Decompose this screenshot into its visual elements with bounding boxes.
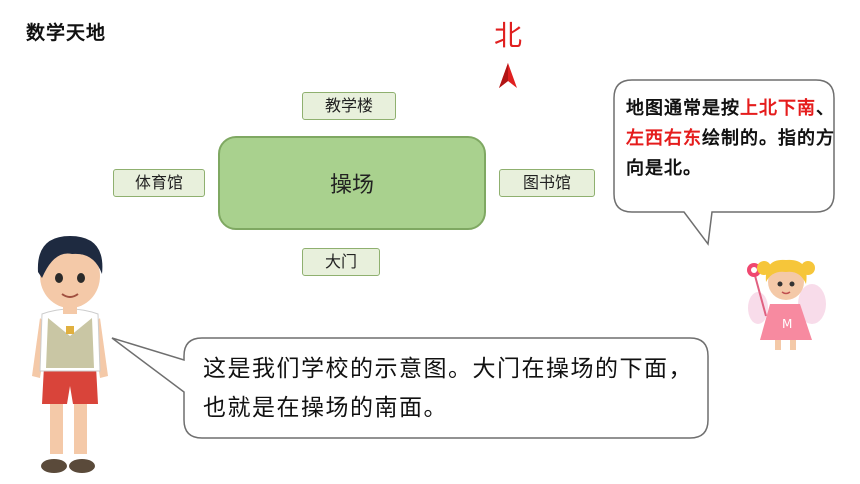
info-bubble-shape — [613, 79, 835, 246]
info-text-part2: 、 — [816, 98, 835, 119]
place-main-gate: 大门 — [302, 248, 380, 276]
place-playground: 操场 — [218, 136, 486, 230]
info-text-part1: 地图通常是按 — [626, 98, 740, 119]
info-text-part3: 绘制的。指的方向是北。 — [626, 128, 835, 179]
info-highlight-west-east: 左西右东 — [626, 128, 702, 149]
svg-text:M: M — [782, 317, 792, 331]
info-highlight-north-south: 上北下南 — [740, 98, 816, 119]
north-label: 北 — [494, 19, 523, 52]
fairy-character-icon: M — [747, 259, 826, 350]
speech-bubble-text: 这是我们学校的示意图。大门在操场的下面，也就是在操场的南面。 — [203, 356, 693, 421]
place-gymnasium: 体育馆 — [113, 169, 205, 197]
north-arrow-icon — [499, 63, 517, 88]
playground-label: 操场 — [329, 173, 374, 198]
speech-bubble-shape — [111, 337, 709, 439]
place-library: 图书馆 — [499, 169, 595, 197]
section-title: 数学天地 — [26, 22, 107, 44]
boy-character-icon — [32, 236, 108, 473]
place-teaching-building: 教学楼 — [302, 92, 396, 120]
info-bubble-text: 地图通常是按上北下南、左西右东绘制的。指的方向是北。 — [626, 94, 836, 184]
